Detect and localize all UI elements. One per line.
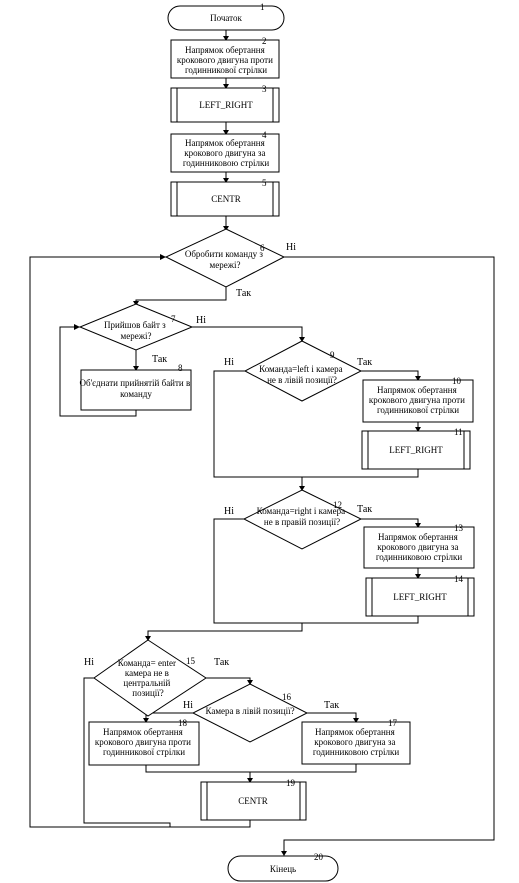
block-number: 4 (262, 130, 267, 140)
process-block-4 (170, 133, 280, 173)
yes-label: Так (214, 657, 229, 668)
block-3-text: LEFT_RIGHT (199, 100, 253, 110)
block-number: 14 (454, 574, 464, 584)
subroutine-block-5 (170, 181, 280, 217)
branch-labels: Ні Так Ні Так Ні Так Ні Так Ні Так Ні Та… (84, 242, 372, 711)
block-number: 6 (260, 243, 265, 253)
yes-label: Так (236, 288, 251, 299)
decision-7-text: Прийшов байт з мережі? (104, 320, 168, 341)
decision-6 (164, 228, 286, 288)
process-block-8 (80, 369, 192, 411)
subroutine-block-11 (361, 430, 471, 470)
block-number: 11 (454, 427, 463, 437)
process-block-17 (301, 721, 411, 765)
block-number: 20 (314, 852, 324, 862)
block-10-text: Напрямок обертання крокового двигуна про… (369, 385, 467, 415)
decision-15 (93, 639, 207, 717)
no-label: Ні (286, 242, 296, 253)
decision-9 (243, 340, 363, 402)
decision-12 (242, 489, 363, 550)
end-label: Кінець (270, 864, 296, 874)
subroutine-block-3 (170, 87, 280, 123)
yes-label: Так (324, 700, 339, 711)
block-13-text: Напрямок обертання крокового двигуна за … (376, 532, 463, 562)
block-numbers: 1 2 3 4 5 6 7 8 9 10 11 12 13 14 15 16 1… (171, 2, 464, 862)
block-8-text: Об'єднати прийнятій байти в команду (79, 378, 192, 399)
yes-label: Так (152, 354, 167, 365)
block-number: 17 (388, 718, 398, 728)
block-number: 5 (262, 178, 267, 188)
block-number: 10 (452, 376, 462, 386)
yes-label: Так (357, 504, 372, 515)
subroutine-block-14 (365, 577, 475, 617)
block-number: 13 (454, 523, 464, 533)
block-2-text: Напрямок обертання крокового двигуна про… (177, 45, 275, 75)
block-18-text: Напрямок обертання крокового двигуна про… (95, 727, 193, 757)
no-label: Ні (224, 506, 234, 517)
block-number: 15 (186, 656, 196, 666)
end-terminator (227, 855, 339, 882)
process-block-2 (170, 39, 280, 79)
block-number: 3 (262, 84, 267, 94)
block-11-text: LEFT_RIGHT (389, 445, 443, 455)
no-label: Ні (84, 657, 94, 668)
decision-16-text: Камера в лівій позиції? (205, 706, 294, 716)
block-14-text: LEFT_RIGHT (393, 592, 447, 602)
block-number: 19 (286, 778, 296, 788)
decision-15-text: Команда= enter камера не в центральній п… (118, 658, 178, 698)
decision-16 (191, 683, 309, 743)
decision-6-text: Обробити команду з мережі? (185, 249, 265, 270)
no-label: Ні (183, 700, 193, 711)
decision-7 (78, 303, 194, 351)
block-19-text: CENTR (238, 796, 268, 806)
block-number: 7 (171, 314, 176, 324)
block-number: 12 (333, 500, 342, 510)
start-terminator (167, 5, 285, 31)
no-label: Ні (224, 357, 234, 368)
block-number: 18 (178, 718, 188, 728)
block-number: 8 (178, 363, 183, 373)
yes-label: Так (357, 357, 372, 368)
block-number: 9 (330, 350, 335, 360)
process-block-10 (362, 379, 474, 423)
process-block-18 (88, 721, 200, 766)
block-number: 2 (262, 36, 267, 46)
decision-9-text: Команда=left і камера не в лівій позиції… (259, 364, 345, 385)
block-4-text: Напрямок обертання крокового двигуна за … (183, 138, 270, 168)
start-label: Початок (210, 13, 242, 23)
block-number: 16 (282, 692, 292, 702)
process-block-13 (363, 526, 475, 569)
decision-12-text: Команда=right і камера не в правій позиц… (257, 506, 348, 527)
subroutine-block-19 (200, 781, 307, 821)
no-label: Ні (196, 315, 206, 326)
block-17-text: Напрямок обертання крокового двигуна за … (313, 727, 400, 757)
block-5-text: CENTR (211, 194, 241, 204)
block-number: 1 (260, 2, 265, 12)
